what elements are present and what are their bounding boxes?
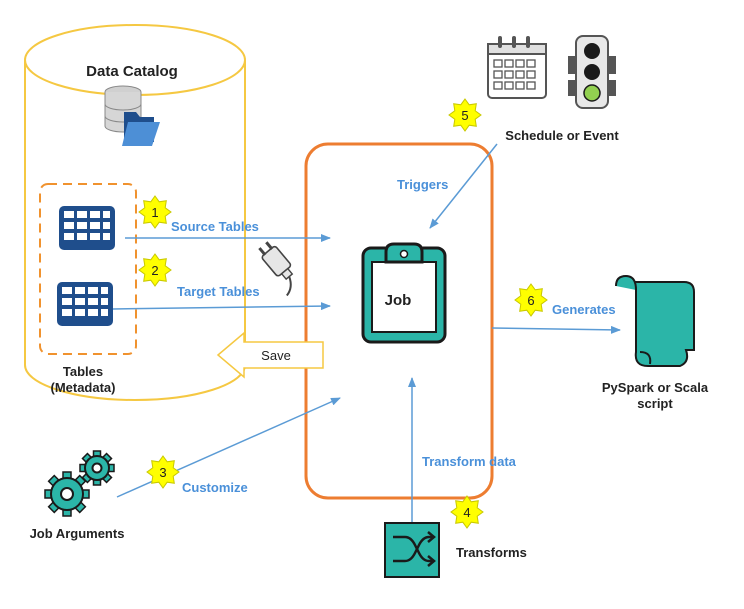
database-folder-icon xyxy=(104,85,160,146)
step-number-4: 4 xyxy=(463,505,470,520)
target-tables-label: Target Tables xyxy=(177,284,260,299)
source-tables-label: Source Tables xyxy=(171,219,259,234)
step-number-6: 6 xyxy=(527,293,534,308)
calendar-icon xyxy=(487,36,547,99)
step-number-2: 2 xyxy=(151,263,158,278)
shuffle-icon xyxy=(384,522,440,578)
tables-group-box xyxy=(39,183,137,355)
output-label-line2: script xyxy=(637,396,673,411)
step-number-1: 1 xyxy=(151,205,158,220)
scroll-icon xyxy=(615,274,695,367)
transforms-label: Transforms xyxy=(456,545,527,560)
step-star-5 xyxy=(448,98,482,132)
step-number-3: 3 xyxy=(159,465,166,480)
triggers-label: Triggers xyxy=(397,177,448,192)
tables-label-line2: (Metadata) xyxy=(50,380,115,395)
customize-label: Customize xyxy=(182,480,248,495)
schedule-event-label: Schedule or Event xyxy=(505,128,619,143)
step-star-3 xyxy=(146,455,180,489)
transform-data-label: Transform data xyxy=(422,454,517,469)
step-star-4 xyxy=(450,495,484,529)
triggers-arrow xyxy=(429,143,498,229)
save-label: Save xyxy=(261,348,291,363)
target-table-icon xyxy=(57,282,113,326)
generates-label: Generates xyxy=(552,302,616,317)
catalog-title: Data Catalog xyxy=(86,63,178,80)
source-table-icon xyxy=(59,206,115,250)
output-label-line1: PySpark or Scala xyxy=(602,380,709,395)
job-arguments-label: Job Arguments xyxy=(30,526,125,541)
step-number-5: 5 xyxy=(461,108,468,123)
step-star-2 xyxy=(138,253,172,287)
target-tables-arrow xyxy=(112,302,331,311)
step-star-1 xyxy=(138,195,172,229)
clipboard-icon xyxy=(361,242,447,344)
plug-icon xyxy=(258,241,294,297)
generates-arrow xyxy=(491,325,621,334)
save-arrow xyxy=(216,331,324,379)
gears-icon xyxy=(44,450,115,517)
step-stars: 1 2 3 4 5 6 xyxy=(138,98,548,529)
step-star-6 xyxy=(514,283,548,317)
traffic-light-icon xyxy=(568,35,616,109)
job-label: Job xyxy=(385,292,412,309)
tables-label-line1: Tables xyxy=(63,364,103,379)
